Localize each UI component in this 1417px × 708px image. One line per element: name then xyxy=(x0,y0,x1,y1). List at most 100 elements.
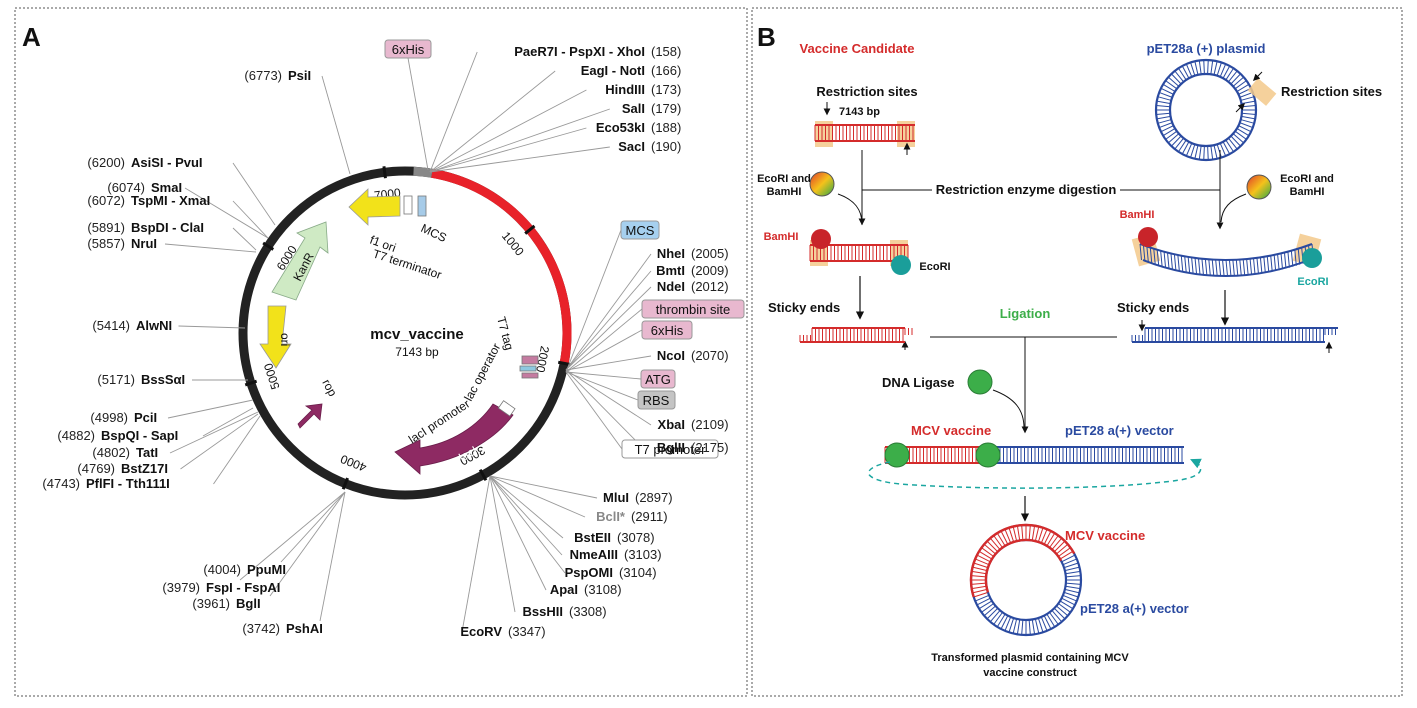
site-name: PflFI - Tth111I xyxy=(86,476,170,491)
caption-line-1: Transformed plasmid containing MCV xyxy=(931,652,1129,664)
ligation-dot-left xyxy=(884,442,910,468)
site-position: (5857) xyxy=(87,236,125,251)
restriction-site-label: EcoRV (3347) xyxy=(460,624,545,639)
mcs-inner-label: MCS xyxy=(419,221,449,245)
site-name: SmaI xyxy=(151,180,182,195)
enzyme-right-curve xyxy=(1220,193,1247,223)
restriction-site-label: BstEII(3078) xyxy=(574,530,654,545)
restriction-site-label: (5414) AlwNI xyxy=(92,318,172,333)
mcs-box-label: MCS xyxy=(626,223,655,238)
digestion-label: Restriction enzyme digestion xyxy=(936,182,1117,197)
bamhi-right-label: BamHI xyxy=(1120,209,1155,221)
restriction-site-label: NheI(2005) xyxy=(657,246,729,261)
site-position: (188) xyxy=(651,120,681,135)
vector-label-1: pET28 a(+) vector xyxy=(1065,423,1174,438)
site-position: (6074) xyxy=(107,180,145,195)
plasmid-title: pET28a (+) plasmid xyxy=(1147,41,1266,56)
site-name: NheI xyxy=(657,246,685,261)
bamhi-left-label: BamHI xyxy=(764,231,799,243)
restriction-sites-right-label: Restriction sites xyxy=(1281,84,1382,99)
t7-terminator-label: T7 terminator xyxy=(371,247,443,282)
site-position: (2175) xyxy=(691,440,729,455)
restriction-site-label: ApaI(3108) xyxy=(550,582,622,597)
site-position: (2897) xyxy=(635,490,673,505)
atg-label: ATG xyxy=(645,372,671,387)
restriction-site-label: (6200)AsiSI - PvuI xyxy=(87,155,202,170)
kanr-arrow xyxy=(271,221,329,301)
t7-promoter-label: T7 promoter xyxy=(635,442,706,457)
restriction-site-label: PspOMI(3104) xyxy=(565,565,657,580)
restriction-site-label: PaeR7I - PspXI - XhoI(158) xyxy=(514,44,681,59)
site-position: (158) xyxy=(651,44,681,59)
mcs-inner-box xyxy=(417,195,427,217)
site-name: NmeAIII xyxy=(570,547,618,562)
site-position: (5414) xyxy=(92,318,130,333)
restriction-site-label: BglII(2175) xyxy=(657,440,729,455)
t7-tag-box xyxy=(521,355,539,365)
site-name: PspOMI xyxy=(565,565,613,580)
site-position: (3347) xyxy=(508,624,546,639)
caption-line-2: vaccine construct xyxy=(983,667,1077,679)
restriction-site-label: XbaI(2109) xyxy=(658,417,729,432)
atg-box xyxy=(640,369,676,389)
plasmid-name: mcv_vaccine xyxy=(370,326,463,343)
site-position: (3979) xyxy=(162,580,200,595)
site-position: (179) xyxy=(651,101,681,116)
site-position: (2070) xyxy=(691,348,729,363)
restriction-site-label: MluI (2897) xyxy=(603,490,673,505)
restriction-site-label: BmtI(2009) xyxy=(656,263,728,278)
vaccine-candidate-title: Vaccine Candidate xyxy=(800,41,915,56)
site-name: EcoRV xyxy=(460,624,502,639)
ligation-label: Ligation xyxy=(1000,306,1051,321)
restriction-site-label: (6773)PsiI xyxy=(244,68,311,83)
rop-label: rop xyxy=(319,377,340,399)
his-inner-box xyxy=(521,372,539,379)
site-name: BmtI xyxy=(656,263,685,278)
circularize-arrow xyxy=(868,458,1202,489)
panel-b-border xyxy=(751,7,1403,697)
restriction-site-label: (4743)PflFI - Tth111I xyxy=(42,476,169,491)
enzyme-right-circle xyxy=(1246,174,1272,200)
rs-arrow-2 xyxy=(1235,103,1245,113)
site-position: (6072) xyxy=(87,193,125,208)
panel-a-border xyxy=(14,7,748,697)
sticky-left-label: Sticky ends xyxy=(768,300,840,315)
site-position: (5171) xyxy=(97,372,135,387)
thrombin-label: thrombin site xyxy=(656,302,730,317)
bamhi-left-circle xyxy=(811,229,831,249)
restriction-site-label: (3742)PshAI xyxy=(242,621,322,636)
site-position: (3308) xyxy=(569,604,607,619)
dna-ligase-circle xyxy=(967,369,993,395)
restriction-site-label: (4882)BspQI - SapI xyxy=(57,428,178,443)
laci-promoter-box xyxy=(497,400,516,417)
site-name: MluI xyxy=(603,490,629,505)
plasmid-size: 7143 bp xyxy=(395,345,439,359)
restriction-site-label: Eco53kI(188) xyxy=(596,120,682,135)
site-name: NdeI xyxy=(657,279,685,294)
restriction-site-label: HindIII(173) xyxy=(605,82,681,97)
f1-ori-arrow xyxy=(348,188,401,226)
site-name: NcoI xyxy=(657,348,685,363)
site-position: (3103) xyxy=(624,547,662,562)
site-name: PshAI xyxy=(286,621,323,636)
site-name: TspMI - XmaI xyxy=(131,193,210,208)
restriction-site-label: (4769)BstZ17I xyxy=(77,461,168,476)
site-name: AlwNI xyxy=(136,318,172,333)
sticky-right-label: Sticky ends xyxy=(1117,300,1189,315)
site-name: BclI* xyxy=(596,509,626,524)
plasmid-insert-arc xyxy=(431,168,572,365)
ori-arrow xyxy=(259,305,292,369)
site-position: (4882) xyxy=(57,428,95,443)
site-position: (2012) xyxy=(691,279,729,294)
laci-arrow xyxy=(394,403,514,475)
site-name: BstEII xyxy=(574,530,611,545)
site-position: (190) xyxy=(651,139,681,154)
panel-b-letter: B xyxy=(757,22,776,52)
bamhi-right-circle xyxy=(1138,227,1158,247)
site-name: PpuMI xyxy=(247,562,286,577)
restriction-site-label: (6074) SmaI xyxy=(107,180,182,195)
restriction-site-label: (4802)TatI xyxy=(92,445,158,460)
site-position: (2911) xyxy=(631,509,668,524)
site-position: (3108) xyxy=(584,582,622,597)
